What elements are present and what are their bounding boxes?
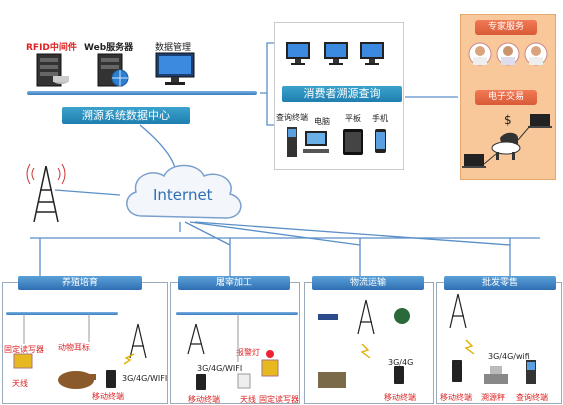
network-label: 3G/4G [388,358,414,367]
data-center-title: 溯源系统数据中心 [62,107,190,124]
satellite-icon [318,314,338,320]
web-server-icon [97,53,129,87]
network-label: 3G/4G/wifi [488,352,530,361]
mobile-terminal-label: 移动终端 [188,395,220,404]
computer-monitor-icon [360,42,384,65]
logistics-panel-title: 物流运输 [312,276,424,290]
mobile-terminal-icon [106,370,116,388]
logistics-devices [318,299,410,388]
signal-tower-icon [357,299,375,335]
antenna-icon [13,353,33,369]
phone-label: 手机 [372,114,388,123]
slaughter-devices [187,314,279,390]
antenna-label: 天线 [240,395,256,404]
web-server-label: Web服务器 [84,43,134,53]
alarm-light-label: 报警灯 [236,348,260,357]
panel-bus-bar [6,312,118,315]
internet-cloud-icon [126,164,242,219]
truck-icon [318,372,346,388]
e-trade-illustration: $ [462,113,552,168]
expert-avatars [468,42,548,66]
query-terminal-label: 查询终端 [516,393,548,402]
cattle-icon [58,371,94,389]
panel-bus-bar [176,312,298,315]
slaughter-panel-title: 屠宰加工 [178,276,290,290]
kiosk-icon [526,360,536,384]
signal-tower-icon [26,163,66,223]
mobile-terminal-icon [452,360,462,382]
mobile-terminal-icon [196,374,206,390]
animal-tag-label: 动物耳标 [58,343,90,352]
antenna-label: 天线 [12,379,28,388]
svg-text:$: $ [504,113,512,127]
server-bus-bar [27,91,257,95]
tablet-label: 平板 [345,114,361,123]
retail-panel-title: 批发零售 [444,276,556,290]
query-terminal-label: 查询终端 [276,113,308,122]
signal-tower-icon [187,323,205,355]
slaughter-panel [170,282,300,404]
network-label: 3G/4G/WIFI [197,364,243,373]
signal-tower-icon [449,293,467,329]
mobile-terminal-icon [394,366,404,384]
internet-label: Internet [153,186,213,204]
kiosk-icon [287,127,297,157]
expert-service-label: 专家服务 [475,20,537,35]
rfid-middleware-label: RFID中间件 [26,43,77,53]
data-management-label: 数据管理 [155,43,192,53]
retail-devices [449,293,536,384]
scale-icon [484,374,508,384]
consumer-query-title: 消费者溯源查询 [282,86,402,102]
mobile-terminal-label: 移动终端 [440,393,472,402]
server-icon [36,53,69,87]
computer-monitor-icon [286,42,310,65]
mobile-terminal-label: 移动终端 [92,392,124,401]
mobile-terminal-label: 移动终端 [384,393,416,402]
data-management-monitor-icon [155,52,195,85]
fixed-reader-label: 固定读写器 [259,395,299,404]
alarm-light-icon [266,350,274,358]
fixed-reader-icon [261,359,279,377]
signal-tower-icon [129,323,147,359]
consumer-devices-icons [287,127,386,157]
breeding-panel-title: 养殖培育 [18,276,142,290]
computer-monitor-icon [324,42,348,65]
e-trade-label: 电子交易 [475,90,537,105]
computer-label: 电脑 [314,117,330,126]
antenna-icon [237,373,251,389]
trace-scale-label: 溯源秤 [481,393,505,402]
globe-icon [394,308,410,324]
network-label: 3G/4G/WIFI [122,374,168,383]
breeding-devices [13,314,147,389]
fixed-reader-label: 固定读写器 [4,345,44,354]
